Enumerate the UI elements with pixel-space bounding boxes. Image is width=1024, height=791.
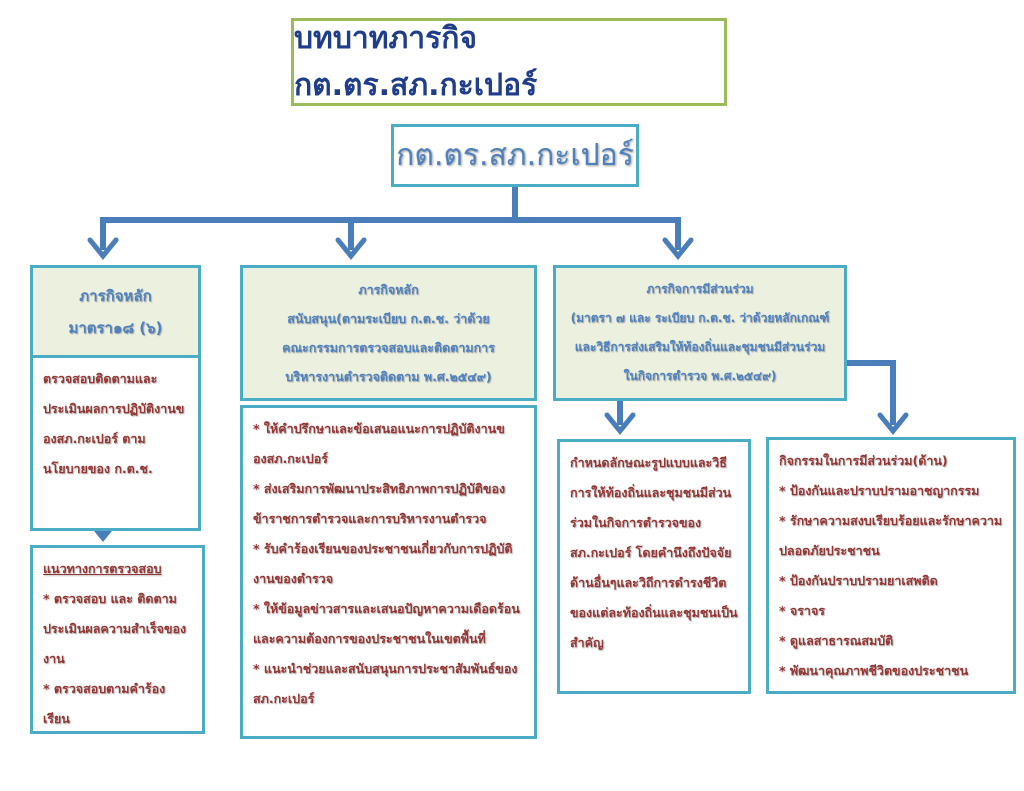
col3-header-line: และวิธีการส่งเสริมให้ท้องถิ่นและชุมชนมีส… (574, 340, 826, 354)
list-item: * รับคำร้องเรียนของประชาชนเกี่ยวกับการปฏ… (253, 541, 513, 586)
page-title: บทบาทภารกิจ กต.ตร.สภ.กะเปอร์ (291, 18, 727, 106)
col1-header-line: มาตรา๑๘ (๖) (68, 318, 163, 337)
list-item: * ตรวจสอบ และ ติดตาม ประเมินผลความสำเร็จ… (43, 591, 187, 666)
col1-sub-box: แนวทางการตรวจสอบ * ตรวจสอบ และ ติดตาม ปร… (30, 545, 205, 734)
arrow-col3-left (604, 412, 636, 435)
list-item: * แนะนำช่วยและสนับสนุนการประชาสัมพันธ์ขอ… (253, 661, 518, 706)
col2-header-line: บริหารงานตำรวจติดตาม พ.ศ.๒๕๔๙) (285, 369, 492, 384)
col1-body: ตรวจสอบติดตามและประเมินผลการปฏิบัติงานขอ… (30, 355, 201, 531)
list-item: * ตรวจสอบตามคำร้องเรียน (43, 681, 166, 726)
col1-body-text: ตรวจสอบติดตามและประเมินผลการปฏิบัติงานขอ… (43, 371, 185, 476)
col3-header-line: ภารกิจการมีส่วนร่วม (646, 282, 754, 296)
col3-header: ภารกิจการมีส่วนร่วม (มาตรา ๗ และ ระเบียบ… (553, 265, 847, 401)
col1-header-line: ภารกิจหลัก (79, 286, 152, 305)
col2-header: ภารกิจหลัก สนับสนุน(ตามระเบียบ ก.ต.ช. ว่… (240, 265, 537, 401)
col2-header-line: สนับสนุน(ตามระเบียบ ก.ต.ช. ว่าด้วย (287, 311, 490, 326)
col2-header-line: ภารกิจหลัก (358, 282, 419, 297)
list-item: * รักษาความสงบเรียบร้อยและรักษาความปลอดภ… (779, 513, 1003, 558)
main-connector (100, 187, 681, 250)
col2-body: * ให้คำปรึกษาและข้อเสนอแนะการปฏิบัติงานข… (240, 405, 537, 739)
col3-header-line: (มาตรา ๗ และ ระเบียบ ก.ต.ช. ว่าด้วยหลักเ… (570, 311, 830, 325)
col3-right-title: กิจกรรมในการมีส่วนร่วม(ด้าน) (779, 453, 948, 468)
list-item: * ส่งเสริมการพัฒนาประสิทธิภาพการปฏิบัติข… (253, 481, 506, 526)
org-box: กต.ตร.สภ.กะเปอร์ (391, 124, 639, 187)
list-item: * ให้คำปรึกษาและข้อเสนอแนะการปฏิบัติงานข… (253, 421, 505, 466)
arrow-col2 (335, 237, 367, 260)
connector-col3-right (846, 360, 896, 425)
col2-header-line: คณะกรรมการตรวจสอบและติดตามการ (282, 340, 495, 355)
list-item: * ให้ข้อมูลข่าวสารและเสนอปัญหาความเดือดร… (253, 601, 520, 646)
col1-header: ภารกิจหลัก มาตรา๑๘ (๖) (30, 265, 201, 358)
list-item: * พัฒนาคุณภาพชีวิตของประชาชน (779, 663, 969, 678)
list-item: * ดูแลสาธารณสมบัติ (779, 633, 894, 648)
arrow-col3 (662, 237, 694, 260)
col3-right-box: กิจกรรมในการมีส่วนร่วม(ด้าน) * ป้องกันแล… (766, 437, 1016, 694)
col1-sub-title: แนวทางการตรวจสอบ (43, 561, 162, 576)
arrow-col1 (87, 237, 119, 260)
col3-left-text: กำหนดลักษณะรูปแบบและวิธีการให้ท้องถิ่นแล… (570, 455, 738, 650)
list-item: * ป้องกันปราบปรามยาเสพติด (779, 573, 938, 588)
list-item: * จราจร (779, 603, 825, 618)
col3-header-line: ในกิจการตำรวจ พ.ศ.๒๕๔๙) (623, 369, 777, 383)
arrow-col3-right (877, 412, 909, 435)
col3-left-box: กำหนดลักษณะรูปแบบและวิธีการให้ท้องถิ่นแล… (557, 439, 751, 694)
list-item: * ป้องกันและปราบปรามอาชญากรรม (779, 483, 980, 498)
